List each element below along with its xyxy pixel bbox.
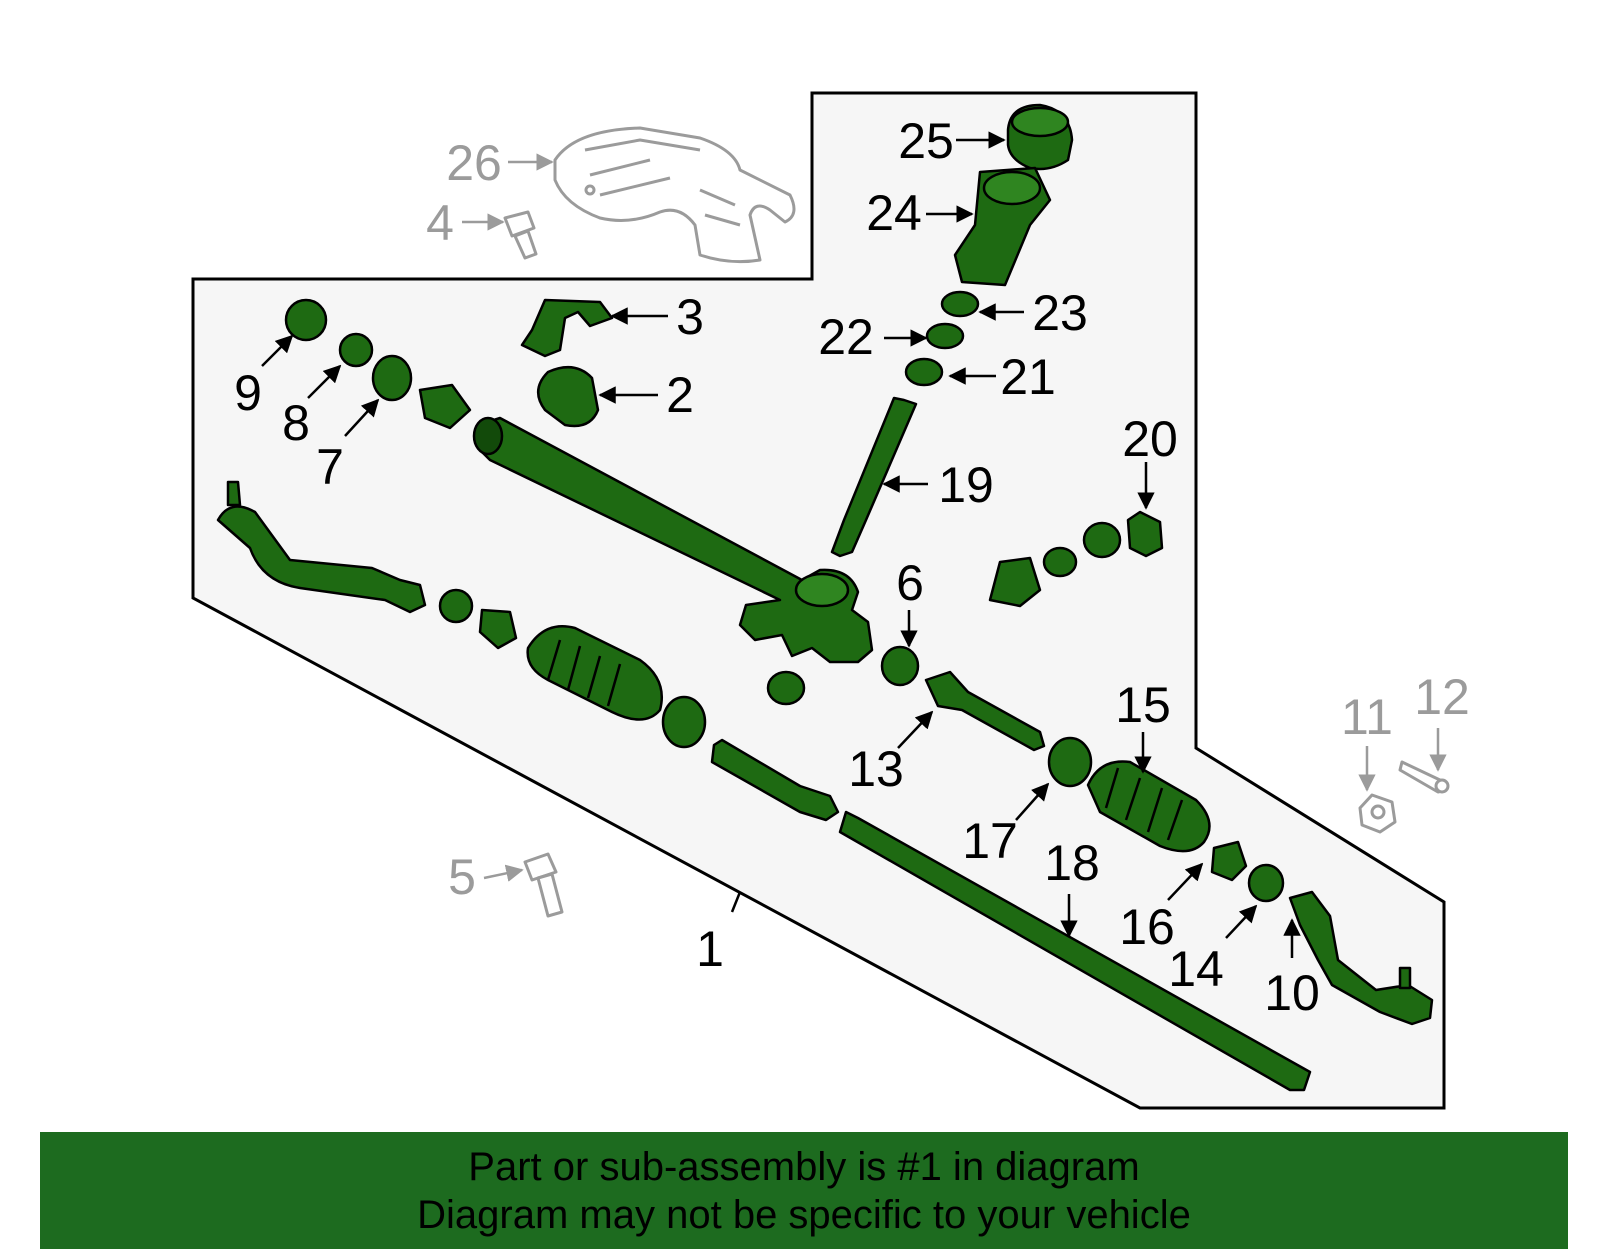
rack-bar-18 — [838, 810, 1312, 1092]
callout-11: 11 — [1341, 689, 1393, 745]
pinion-shaft-19 — [830, 396, 918, 558]
callout-19: 19 — [938, 457, 994, 513]
callout-9: 9 — [234, 365, 262, 421]
bushing-9 — [284, 298, 328, 342]
callout-25: 25 — [898, 113, 954, 169]
clip-16 — [1210, 840, 1248, 882]
nut-14 — [1247, 863, 1285, 903]
seal-22 — [925, 322, 965, 350]
callout-7: 7 — [316, 439, 344, 495]
callout-16: 16 — [1119, 899, 1175, 955]
callout-1: 1 — [696, 921, 724, 977]
bushing-6 — [880, 645, 920, 687]
callout-26: 26 — [446, 135, 502, 191]
callout-2: 2 — [666, 367, 694, 423]
callout-5: 5 — [448, 849, 476, 905]
callout-4: 4 — [426, 195, 454, 251]
leader-16 — [1167, 862, 1204, 901]
callout-21: 21 — [1000, 349, 1056, 405]
boot-end — [418, 383, 472, 430]
boot-15 — [1086, 760, 1211, 853]
callout-14: 14 — [1168, 941, 1224, 997]
callout-15: 15 — [1115, 677, 1171, 733]
clamp-3 — [520, 298, 614, 358]
callout-8: 8 — [282, 395, 310, 451]
callout-17: 17 — [962, 813, 1018, 869]
leader-9 — [261, 334, 294, 367]
clamp-17 — [1047, 736, 1093, 788]
cotter-pin-12 — [1398, 760, 1450, 794]
leader-5 — [483, 864, 524, 882]
bushing-8 — [338, 332, 374, 368]
leader-13 — [897, 710, 934, 749]
callout-22: 22 — [818, 309, 874, 365]
heat-shield-26 — [553, 126, 796, 264]
clip-left — [478, 608, 518, 650]
callout-6: 6 — [896, 555, 924, 611]
callout-24: 24 — [866, 185, 922, 241]
leader-1 — [730, 891, 742, 913]
banner-line-2: Diagram may not be specific to your vehi… — [417, 1192, 1191, 1237]
tie-rod-end-left — [216, 480, 427, 614]
nut-left — [438, 588, 474, 624]
rack-housing-1 — [472, 416, 874, 664]
seal-23 — [940, 290, 980, 318]
nut-center — [766, 670, 806, 706]
clamp-left — [661, 695, 707, 749]
tie-rod-end-10 — [1288, 890, 1434, 1026]
bushing-2 — [537, 365, 600, 428]
leader-14 — [1225, 904, 1258, 939]
bolt-4 — [503, 210, 538, 260]
info-banner: Part or sub-assembly is #1 in diagram Di… — [40, 1132, 1568, 1249]
leader-8 — [307, 364, 342, 399]
callout-20: 20 — [1122, 411, 1178, 467]
nut-11 — [1358, 793, 1397, 834]
pinion-housing-24 — [953, 166, 1052, 287]
leader-17 — [1015, 782, 1050, 821]
callout-12: 12 — [1414, 669, 1470, 725]
callout-18: 18 — [1044, 835, 1100, 891]
banner-line-1: Part or sub-assembly is #1 in diagram — [468, 1144, 1140, 1189]
callout-10: 10 — [1264, 965, 1320, 1021]
callout-3: 3 — [676, 289, 704, 345]
seal-21 — [904, 357, 944, 387]
mount-20 — [988, 510, 1164, 608]
seal-7 — [371, 354, 413, 402]
callout-13: 13 — [848, 741, 904, 797]
callout-23: 23 — [1032, 285, 1088, 341]
dust-cap-25 — [1006, 103, 1074, 171]
inner-tie-rod-left — [710, 738, 840, 822]
bolt-5 — [523, 852, 564, 918]
inner-tie-rod-13 — [924, 670, 1046, 752]
boot-left — [526, 625, 663, 721]
leader-7 — [344, 398, 380, 437]
